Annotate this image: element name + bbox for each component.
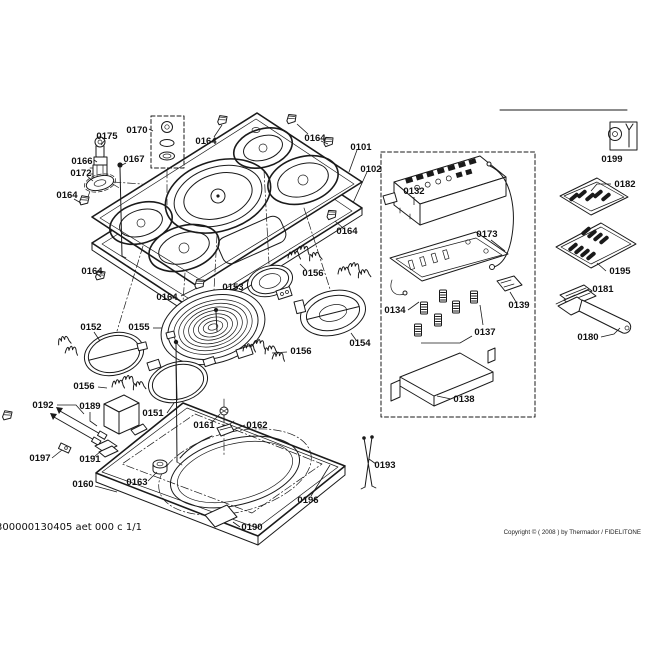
callout-0175: 0175	[96, 131, 118, 142]
spring-kit-bag-0195	[555, 222, 637, 269]
callout-0167: 0167	[123, 154, 144, 165]
base-pan-0160	[95, 398, 346, 546]
callout-0162: 0162	[246, 420, 267, 431]
rods-0193	[360, 435, 377, 490]
callout-0163: 0163	[126, 477, 147, 488]
bracket-0191	[94, 439, 119, 458]
leader-lines	[51, 123, 621, 528]
sensor-pin-lower	[173, 339, 183, 466]
callout-0164-4: 0164	[336, 226, 358, 237]
callout-0195: 0195	[609, 266, 631, 277]
grommet-0163	[152, 459, 168, 475]
igniter-assembly-0175-0166-0172	[83, 136, 143, 199]
terminal-lug-0197	[57, 442, 72, 454]
spring-kit-bag-0182	[559, 177, 629, 216]
callout-labels: 0175 0170 0164 0164 0101 0102 0166 0167 …	[29, 125, 635, 533]
copyright-notice: Copyright © ( 2008 ) by Thermador / FIDE…	[504, 529, 641, 536]
callout-0156-3: 0156	[73, 381, 94, 392]
callout-0196: 0196	[297, 495, 318, 506]
wire-leads-0192	[50, 407, 108, 446]
callout-0164-3: 0164	[56, 190, 78, 201]
callout-0164-6: 0164	[156, 292, 178, 303]
callout-0191: 0191	[79, 454, 101, 465]
wire-harness-0173	[486, 161, 514, 270]
callout-0189: 0189	[79, 401, 100, 412]
burner-zone-right	[267, 154, 339, 206]
packing-kit-0170	[150, 115, 185, 169]
oven-ring-outline-0196	[158, 428, 312, 516]
clamp-0162	[216, 420, 235, 437]
callout-0153: 0153	[222, 282, 243, 293]
bottom-cover-0138	[390, 347, 496, 407]
temperature-sensor-0167	[117, 162, 127, 259]
radiant-element-0153	[247, 264, 293, 301]
callout-0170: 0170	[126, 125, 147, 136]
burner-zone-bottom-left	[109, 200, 173, 246]
screw-0161	[219, 406, 229, 423]
radiant-element-0155	[160, 288, 266, 368]
heater-band	[179, 435, 213, 459]
callout-0160: 0160	[72, 479, 93, 490]
control-board-0132	[382, 155, 507, 226]
callout-0180: 0180	[577, 332, 598, 343]
control-module-assembly	[380, 151, 536, 418]
shield-tray-0134	[389, 231, 509, 296]
callout-0164-2: 0164	[304, 133, 326, 144]
callout-0173: 0173	[476, 229, 497, 240]
callout-0137: 0137	[474, 327, 495, 338]
glass-scraper-0180	[555, 294, 632, 334]
callout-0152: 0152	[80, 322, 101, 333]
service-tools-icon-0199	[608, 121, 638, 151]
callout-0166: 0166	[71, 156, 92, 167]
callout-0156-1: 0156	[302, 268, 323, 279]
ring-element-0152	[83, 331, 148, 377]
document-number: 300000130405 aet 000 c 1/1	[0, 522, 142, 533]
callout-0132: 0132	[403, 186, 424, 197]
spring-standoffs-0137	[414, 289, 484, 344]
callout-0182: 0182	[614, 179, 635, 190]
callout-0164-1: 0164	[195, 136, 217, 147]
cover-plate-0190	[204, 504, 238, 528]
callout-0193: 0193	[374, 460, 395, 471]
callout-0139: 0139	[508, 300, 529, 311]
callout-0102: 0102	[360, 164, 381, 175]
callout-0192: 0192	[32, 400, 53, 411]
callout-0134: 0134	[384, 305, 406, 316]
bracket-0139	[496, 275, 523, 292]
callout-0161: 0161	[193, 420, 215, 431]
glass-cooktop-0101	[91, 112, 363, 287]
callout-0101: 0101	[350, 142, 372, 153]
control-zone-outline	[217, 215, 287, 265]
callout-0199: 0199	[601, 154, 622, 165]
callout-0151: 0151	[142, 408, 164, 419]
callout-0190: 0190	[241, 522, 262, 533]
callout-0155: 0155	[128, 322, 150, 333]
radiant-element-0154	[293, 289, 366, 337]
callout-0156-2: 0156	[290, 346, 311, 357]
callout-0172: 0172	[70, 168, 91, 179]
callout-0154: 0154	[349, 338, 371, 349]
burner-zone-top-right	[232, 127, 294, 169]
callout-0138: 0138	[453, 394, 474, 405]
callout-0181: 0181	[592, 284, 614, 295]
callout-0164-5: 0164	[81, 266, 103, 277]
burner-zone-bottom-center	[148, 223, 220, 273]
callout-0197: 0197	[29, 453, 50, 464]
junction-box-0189	[103, 394, 148, 436]
